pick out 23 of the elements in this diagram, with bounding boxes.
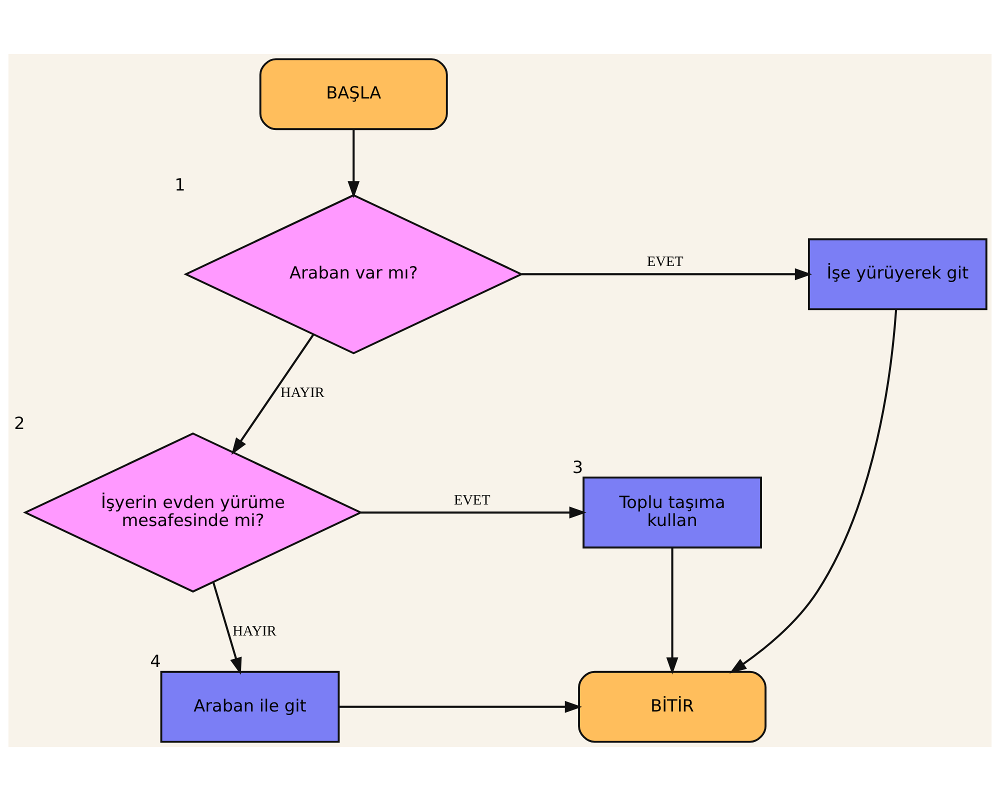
node-label: 4 xyxy=(150,650,161,671)
arrow xyxy=(339,700,582,712)
node-label: 3 xyxy=(572,456,584,476)
arrow xyxy=(212,582,242,674)
node-box: BAŞLA xyxy=(259,58,448,130)
arrow xyxy=(729,308,898,673)
node-diamond: Araban var mı? xyxy=(184,194,524,354)
node-box: Araban ile git xyxy=(160,670,340,742)
node-box: Toplu taşıma kullan xyxy=(582,476,762,548)
arrow xyxy=(348,128,360,198)
node-diamond: İşyerin evden yürüme mesafesinde mi? xyxy=(22,432,364,592)
node-label: 2 xyxy=(14,412,25,432)
edge-label: HAYIR xyxy=(232,622,276,639)
node-label: 1 xyxy=(174,174,186,194)
arrow xyxy=(522,268,812,280)
arrow xyxy=(231,333,314,454)
edge-label: EVET xyxy=(454,492,490,508)
edge-label: EVET xyxy=(646,254,684,270)
edge-label: HAYIR xyxy=(280,384,324,401)
arrow xyxy=(666,547,678,674)
node-box: BİTİR xyxy=(578,670,767,742)
arrow xyxy=(360,506,586,518)
node-box: İşe yürüyerek git xyxy=(808,238,988,310)
